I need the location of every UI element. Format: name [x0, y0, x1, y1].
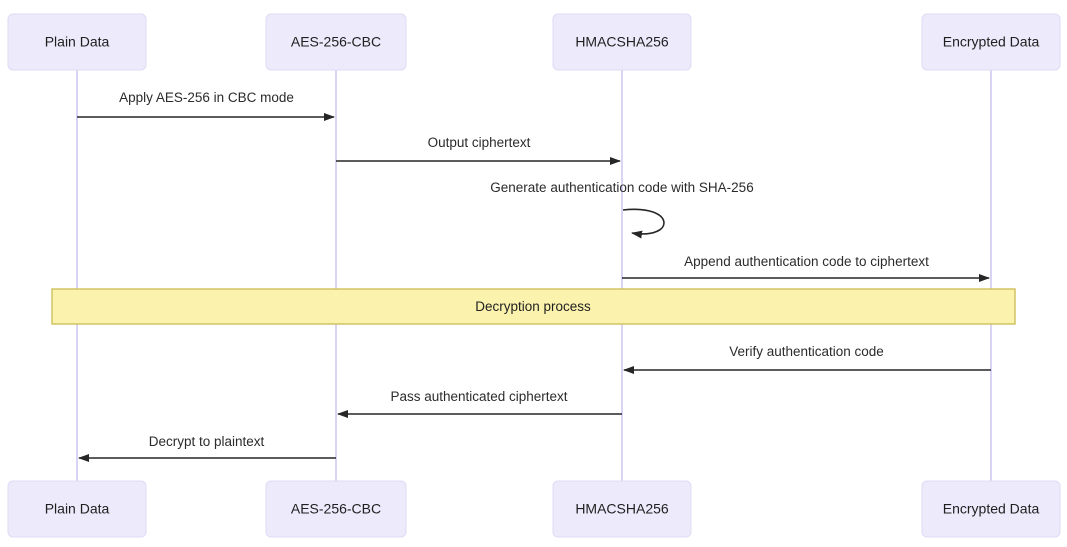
message-m6: Pass authenticated ciphertext — [337, 389, 622, 418]
actor-box-rect[interactable] — [7, 13, 147, 71]
actor-label: HMACSHA256 — [575, 34, 669, 50]
actor-label: AES-256-CBC — [291, 34, 381, 50]
message-label: Apply AES-256 in CBC mode — [119, 90, 294, 105]
actor-bottom-aes[interactable]: AES-256-CBC — [265, 480, 407, 538]
actor-box-rect[interactable] — [921, 13, 1061, 71]
actor-box-rect[interactable] — [552, 13, 692, 71]
actor-label: Plain Data — [45, 501, 110, 517]
actor-box-rect[interactable] — [265, 13, 407, 71]
note-label: Decryption process — [475, 299, 591, 314]
actor-label: Encrypted Data — [943, 501, 1040, 517]
message-m7: Decrypt to plaintext — [78, 434, 336, 462]
actor-top-aes[interactable]: AES-256-CBC — [265, 13, 407, 71]
note-band: Decryption process — [51, 288, 1016, 325]
actor-label: Encrypted Data — [943, 34, 1040, 50]
actor-label: HMACSHA256 — [575, 501, 669, 517]
note-rect — [51, 288, 1016, 325]
actor-box-rect[interactable] — [265, 480, 407, 538]
message-label: Verify authentication code — [729, 344, 884, 359]
message-m5: Verify authentication code — [623, 344, 991, 374]
actor-box-rect[interactable] — [552, 480, 692, 538]
message-label: Generate authentication code with SHA-25… — [490, 180, 753, 195]
message-m2: Output ciphertext — [336, 135, 621, 165]
message-m3: Generate authentication code with SHA-25… — [490, 180, 754, 239]
actor-label: Plain Data — [45, 34, 110, 50]
notes-group: Decryption process — [51, 288, 1016, 325]
message-label: Decrypt to plaintext — [149, 434, 265, 449]
message-label: Output ciphertext — [428, 135, 531, 150]
actor-bottom-plain[interactable]: Plain Data — [7, 480, 147, 538]
actor-label: AES-256-CBC — [291, 501, 381, 517]
actor-bottom-enc[interactable]: Encrypted Data — [921, 480, 1061, 538]
message-label: Append authentication code to ciphertext — [684, 254, 929, 269]
actor-bottom-hmac[interactable]: HMACSHA256 — [552, 480, 692, 538]
actor-top-plain[interactable]: Plain Data — [7, 13, 147, 71]
message-label: Pass authenticated ciphertext — [390, 389, 567, 404]
message-m4: Append authentication code to ciphertext — [622, 254, 990, 282]
actor-box-rect[interactable] — [921, 480, 1061, 538]
actor-top-hmac[interactable]: HMACSHA256 — [552, 13, 692, 71]
lifelines-group — [76, 70, 992, 481]
actor-box-rect[interactable] — [7, 480, 147, 538]
message-m1: Apply AES-256 in CBC mode — [77, 90, 335, 121]
message-arrow-self — [622, 208, 665, 239]
actor-top-enc[interactable]: Encrypted Data — [921, 13, 1061, 71]
